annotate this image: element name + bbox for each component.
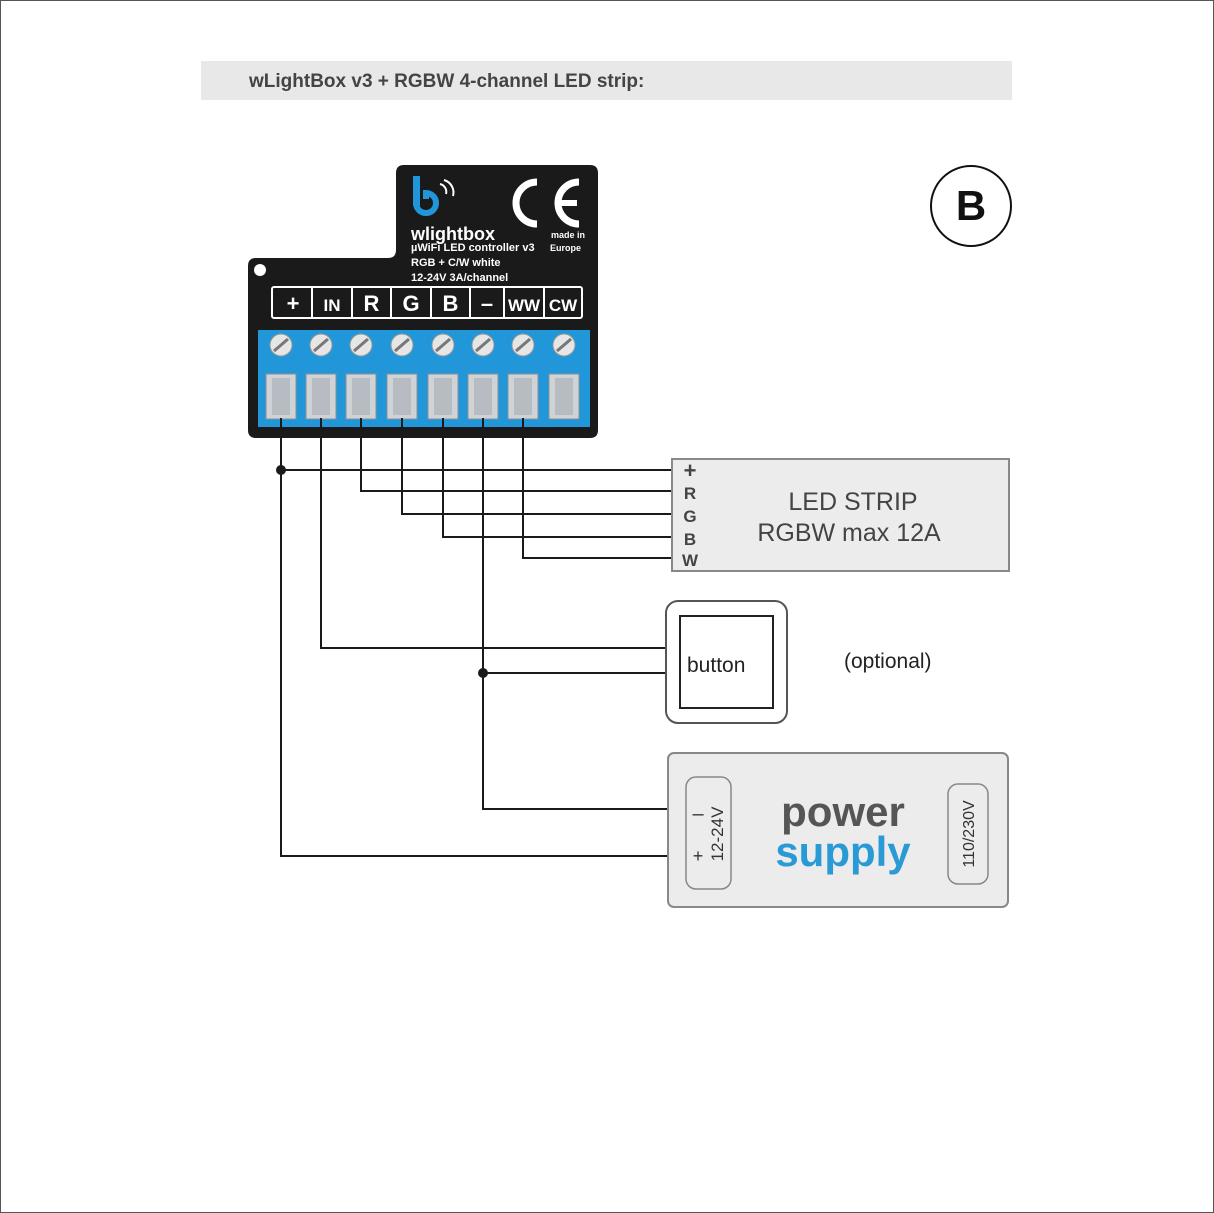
led-strip-pins: +RGBW <box>682 458 699 570</box>
diagram-title: wLightBox v3 + RGBW 4-channel LED strip: <box>249 71 645 92</box>
junction-dot-plus <box>276 465 286 475</box>
wlightbox-logo-icon <box>413 176 455 216</box>
terminal-label-4: B <box>443 291 459 316</box>
wire-clamp-inner <box>312 378 330 415</box>
optional-note: (optional) <box>844 650 932 673</box>
terminal-label-7: CW <box>549 296 578 315</box>
wire-clamp-inner <box>272 378 290 415</box>
spec-text-2: 12-24V 3A/channel <box>411 272 508 284</box>
power-supply-word1: power <box>781 788 905 835</box>
terminal-label-strip <box>271 286 583 319</box>
terminal-label-2: R <box>364 291 380 316</box>
wire-clamp-inner <box>514 378 532 415</box>
dc-voltage-label: 12-24V <box>708 806 727 861</box>
wire-b <box>442 418 672 538</box>
led-strip-pin-2: G <box>683 507 696 526</box>
wire-clamp-inner <box>434 378 452 415</box>
wire-r <box>360 418 672 492</box>
model-text: µWiFi LED controller v3 <box>411 242 535 254</box>
led-strip-pin-4: W <box>682 551 699 570</box>
led-strip: +RGBW LED STRIP RGBW max 12A <box>671 458 1010 572</box>
title-bar: wLightBox v3 + RGBW 4-channel LED strip: <box>201 61 1012 100</box>
led-strip-pin-3: B <box>684 530 696 549</box>
wire-minus-supply <box>482 418 669 810</box>
dc-plus-label: + <box>693 846 704 866</box>
power-supply-word2: supply <box>775 828 911 875</box>
led-strip-pin-0: + <box>684 458 697 483</box>
wire-clamp-inner <box>474 378 492 415</box>
screw-slot <box>435 337 451 353</box>
wires <box>280 418 672 857</box>
screw-slot <box>475 337 491 353</box>
led-strip-pin-1: R <box>684 484 696 503</box>
dc-terminal-frame <box>685 776 732 890</box>
screw-slot <box>515 337 531 353</box>
made-in-line1: made in <box>551 230 585 240</box>
terminal-label-0: + <box>287 291 300 316</box>
ac-voltage-label: 110/230V <box>961 800 978 868</box>
terminal-label-6: WW <box>508 296 541 315</box>
variant-badge: B <box>930 165 1012 247</box>
terminal-screws <box>265 333 580 420</box>
wire-clamp-inner <box>393 378 411 415</box>
made-in-line2: Europe <box>550 243 581 253</box>
ac-terminal-frame <box>947 783 989 885</box>
terminal-label-3: G <box>402 291 419 316</box>
brand-logo: wlightbox <box>410 224 495 244</box>
mounting-hole <box>254 264 266 276</box>
wire-in-button <box>320 418 666 649</box>
screw-slot <box>313 337 329 353</box>
led-strip-title: LED STRIP <box>788 488 917 516</box>
power-supply: – + 12-24V 110/230V power supply <box>667 752 1009 908</box>
push-button: button <box>665 600 788 724</box>
ce-mark <box>512 178 580 228</box>
junction-dot-minus <box>478 668 488 678</box>
wlightbox-module: wlightbox made in Europe µWiFi LED contr… <box>248 165 598 438</box>
terminal-label-1: IN <box>324 296 341 315</box>
screw-slot <box>394 337 410 353</box>
led-strip-rating: RGBW max 12A <box>757 519 941 547</box>
wire-clamp-inner <box>352 378 370 415</box>
terminal-label-5: – <box>481 291 493 316</box>
button-label: button <box>687 654 745 677</box>
spec-text-1: RGB + C/W white <box>411 257 501 269</box>
wire-clamp-inner <box>555 378 573 415</box>
wire-g <box>401 418 672 515</box>
screw-slot <box>273 337 289 353</box>
wire-ww <box>522 418 672 559</box>
screw-slot <box>353 337 369 353</box>
dc-minus-label: – <box>692 803 704 825</box>
wire-plus-supply <box>280 418 669 857</box>
screw-slot <box>556 337 572 353</box>
